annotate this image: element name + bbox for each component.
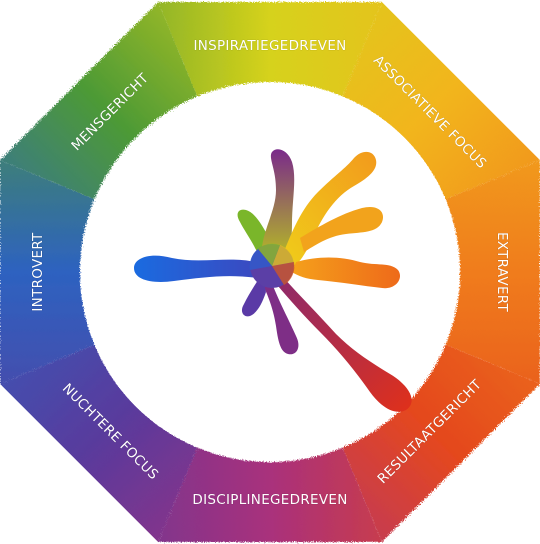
segment-label-right: EXTRAVERT xyxy=(494,232,510,313)
splash-arm-amber xyxy=(300,206,384,252)
splash-arm-purple xyxy=(262,278,299,355)
splash-arm-blue xyxy=(134,255,258,282)
splash-core-blue xyxy=(249,249,272,270)
wheel-segment-bottom xyxy=(158,447,382,542)
splash-arm-orange xyxy=(292,257,401,289)
splash-arm-red xyxy=(278,276,412,412)
wheel-segment-bottom-right xyxy=(342,344,540,542)
splash-arm-violet xyxy=(241,274,266,317)
splash-core-yellow xyxy=(272,245,294,266)
wheel-segment-top-right xyxy=(342,2,540,200)
splash-core-warm xyxy=(272,262,295,285)
paint-splash xyxy=(134,149,412,412)
wheel-segment-left xyxy=(0,160,95,384)
segment-label-left: INTROVERT xyxy=(30,232,46,312)
wheel-segment-top-left xyxy=(0,2,198,200)
splash-core-green xyxy=(258,243,280,266)
segment-label-bottom: DISCIPLINEGEDREVEN xyxy=(192,492,347,508)
segment-label-top: INSPIRATIEGEDREVEN xyxy=(193,38,346,54)
wheel-segment-top xyxy=(158,2,382,97)
wheel-segment-bottom-left xyxy=(0,344,198,542)
splash-arm-top xyxy=(261,149,295,266)
wheel-segment-right xyxy=(445,160,540,384)
